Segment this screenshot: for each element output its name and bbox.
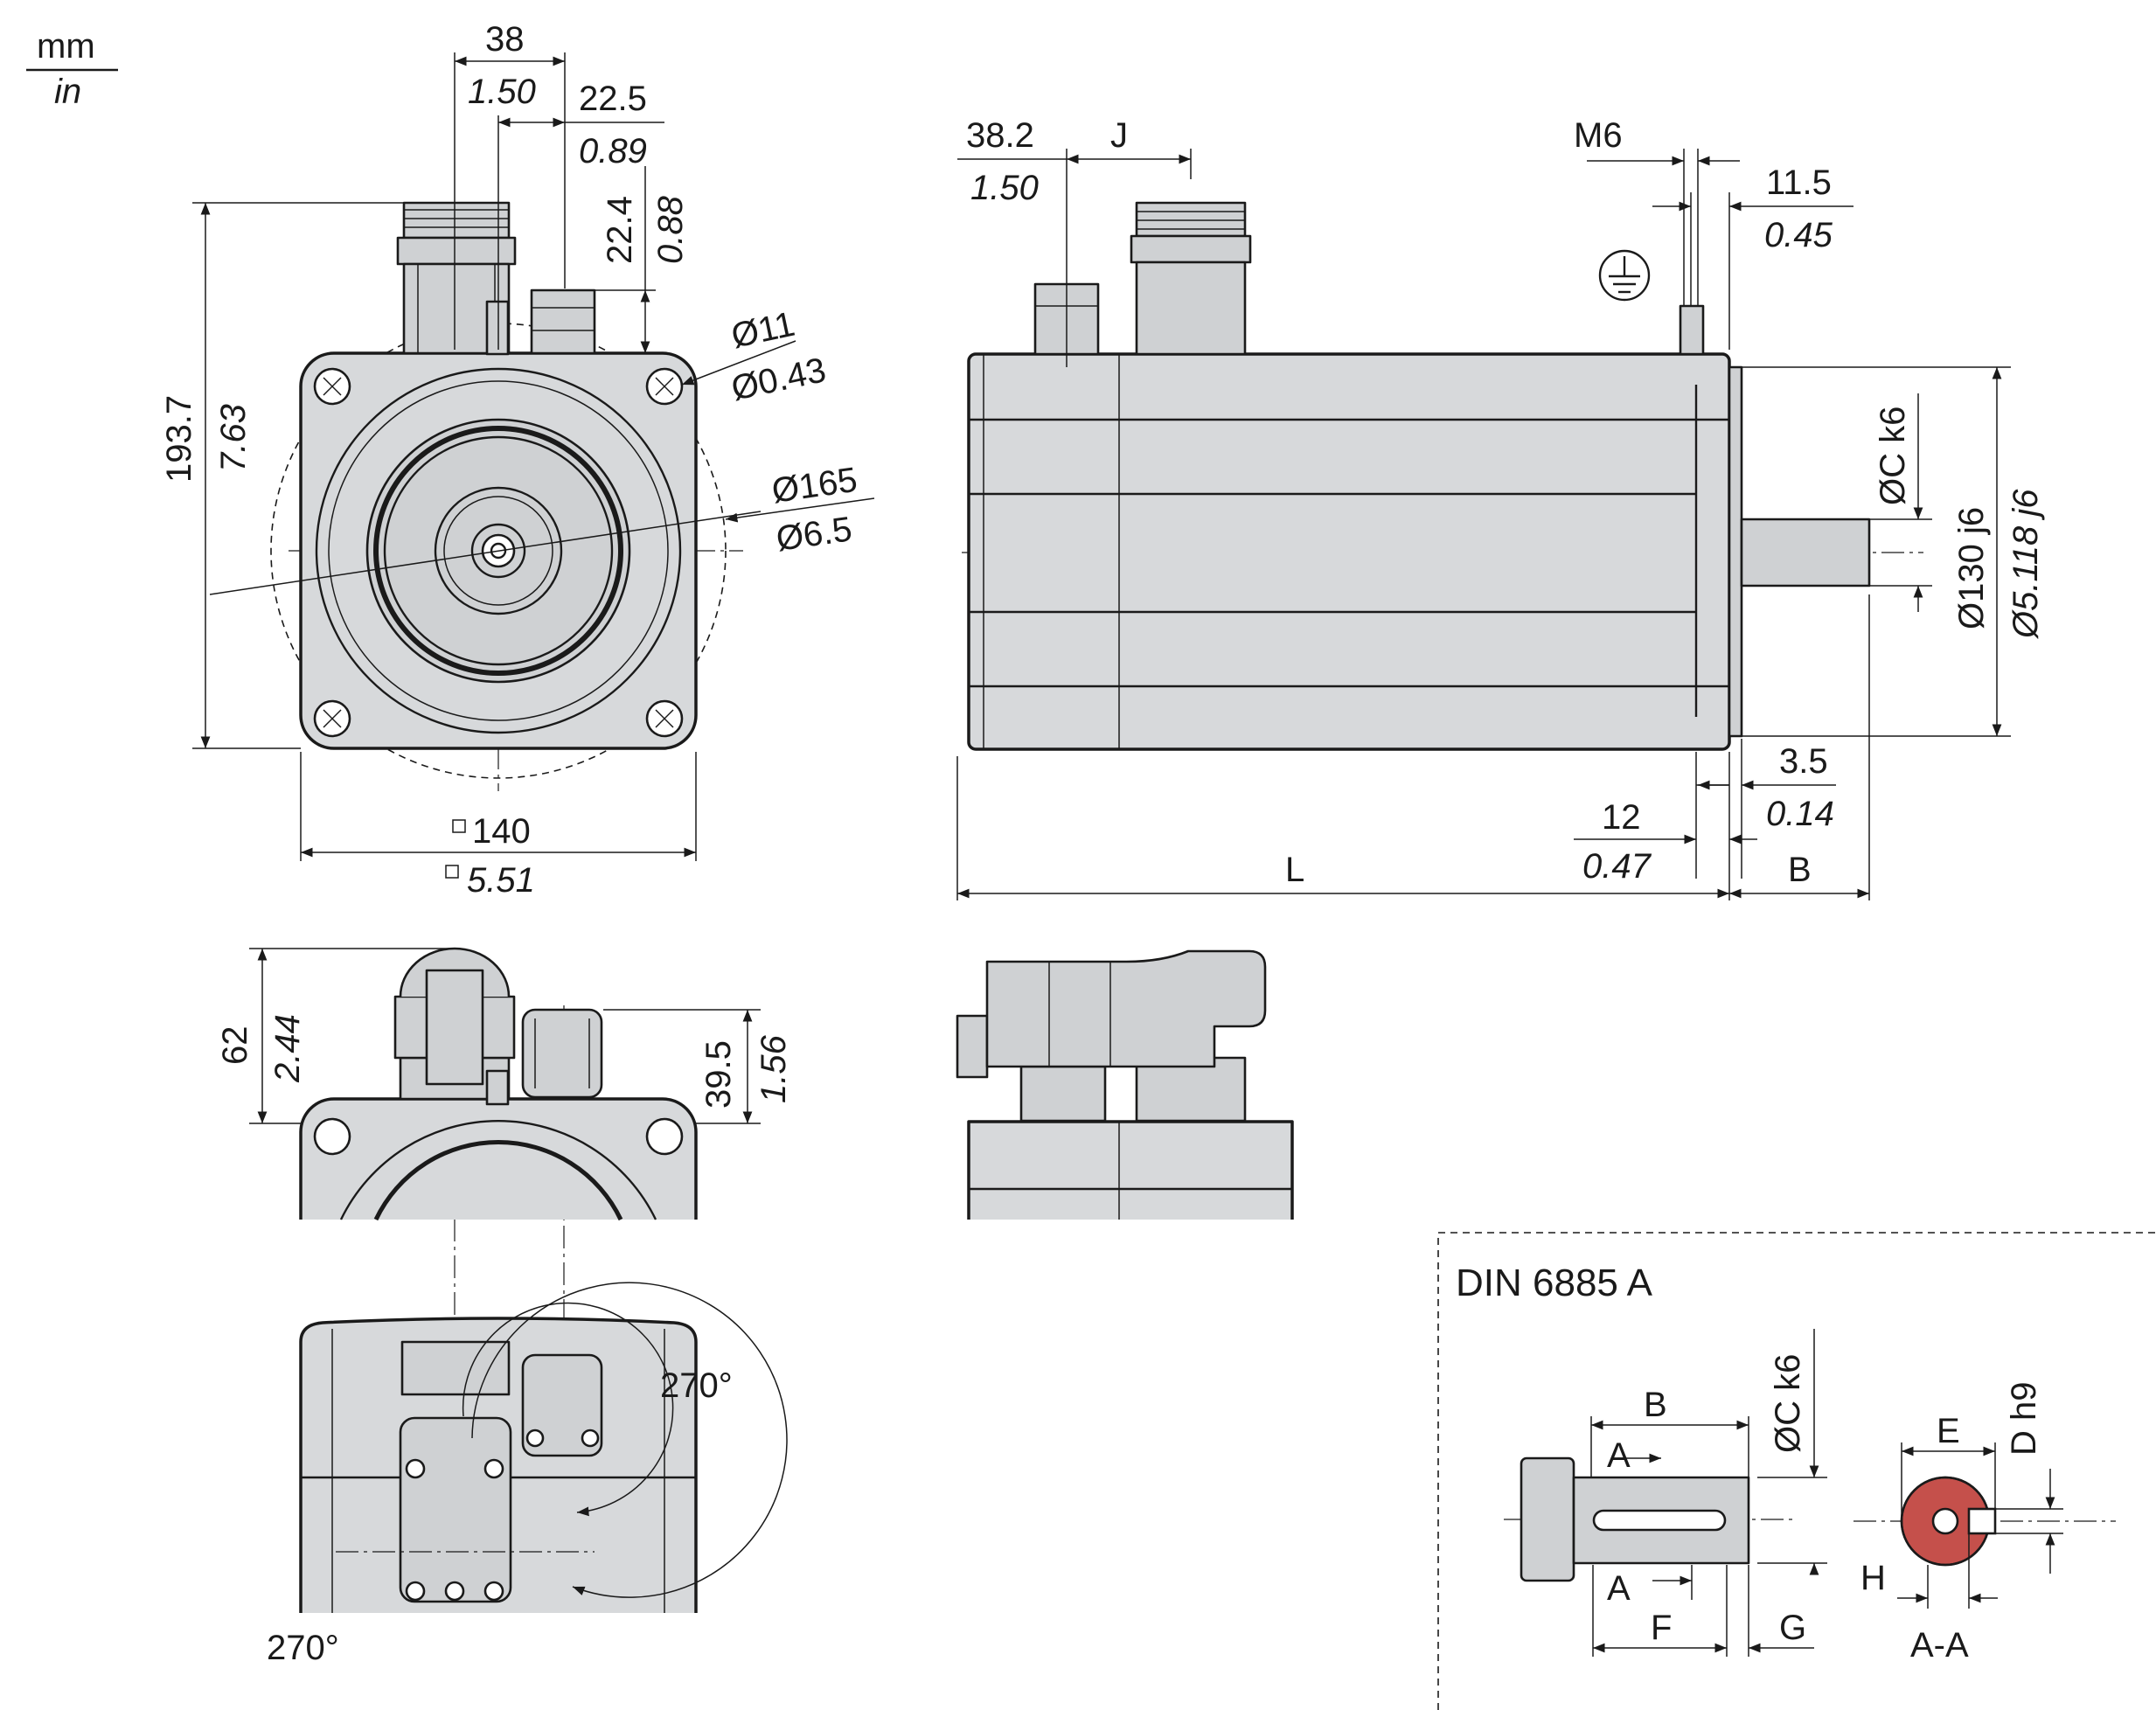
dim-22-4-in: 0.88 [651,195,690,264]
dim-B: B [1788,851,1812,889]
motor-shaft [1740,518,1871,587]
dim-38-2-in: 1.50 [970,169,1039,207]
dia-11-in: Ø0.43 [728,351,830,408]
shaft-A-bottom: A [1607,1569,1631,1608]
shaft-B: B [1644,1386,1667,1424]
dia-130: Ø130 j6 [1952,507,1991,629]
dim-39-5: 39.5 [699,1040,738,1109]
units-legend: mm in [26,27,118,111]
dim-193-7-in: 7.63 [214,404,253,472]
dim-38: 38 [485,20,525,59]
mounting-holes [313,367,684,738]
sq-140-in: 5.51 [467,861,535,900]
dim-22-4: 22.4 [601,196,639,264]
earth-symbol-icon [1598,249,1651,302]
dim-3-5: 3.5 [1779,742,1828,781]
dim-62: 62 [216,1026,254,1066]
dim-11-5-in: 0.45 [1764,216,1833,254]
dim-12: 12 [1602,798,1641,837]
dia-165-in: Ø6.5 [774,510,854,559]
shaft-A-top: A [1607,1436,1631,1475]
front-view [209,201,762,791]
dia-130-in: Ø5.118 j6 [2006,489,2045,640]
units-mm: mm [37,27,95,66]
dim-L: L [1285,851,1304,889]
shaft-C: ØC k6 [1769,1354,1807,1453]
shaft-H: H [1860,1559,1886,1597]
shaft-F: F [1651,1609,1672,1647]
dim-38-2: 38.2 [966,116,1034,155]
shaft-detail-title: DIN 6885 A [1456,1262,1653,1304]
motor-body [967,352,1731,751]
shaft-G: G [1779,1609,1806,1647]
dim-38-in: 1.50 [468,73,536,111]
dia-165: Ø165 [769,461,859,511]
connector-detail-dimensions: 62 2.44 39.5 1.56 [216,948,793,1124]
side-dimensions: 38.2 1.50 J M6 11.5 0.45 ØC k6 Ø130 j6 Ø… [956,116,2045,900]
side-power-connector [1130,201,1252,356]
dim-62-in: 2.44 [268,1014,307,1083]
sq-140: 140 [472,812,531,851]
dim-22-5: 22.5 [579,80,647,118]
dim-39-5-in: 1.56 [755,1034,793,1103]
shaft-detail: DIN 6885 A B A A F G ØC k6 [1437,1232,2156,1710]
dim-M6: M6 [1574,116,1623,155]
connector-detail-side [956,949,1294,1220]
top-view-rotation: 270° 270° [267,1282,788,1667]
front-dimensions: 38 1.50 22.5 0.89 22.4 0.88 193.7 7.63 Ø… [160,20,875,900]
side-view [962,201,1923,751]
detail-border [1437,1232,2156,1710]
earth-screw [485,300,510,356]
dim-11-5: 11.5 [1766,163,1832,202]
shaft-E: E [1937,1412,1960,1450]
dim-J: J [1110,116,1128,155]
rotation-upper: 270° [660,1366,733,1405]
dim-22-5-in: 0.89 [579,132,647,170]
shaft-section-label: A-A [1910,1626,1969,1665]
dim-193-7: 193.7 [160,395,198,483]
rotation-lower: 270° [267,1629,339,1667]
encoder-connector [530,288,596,355]
dia-11: Ø11 [728,305,798,356]
side-earth-screw [1679,304,1705,356]
dim-12-in: 0.47 [1582,847,1652,886]
units-in: in [54,73,81,111]
dia-C-k6: ØC k6 [1874,407,1912,505]
shaft-D: D h9 [2005,1382,2043,1456]
dim-3-5-in: 0.14 [1766,795,1834,833]
motor-flange [1728,365,1743,738]
